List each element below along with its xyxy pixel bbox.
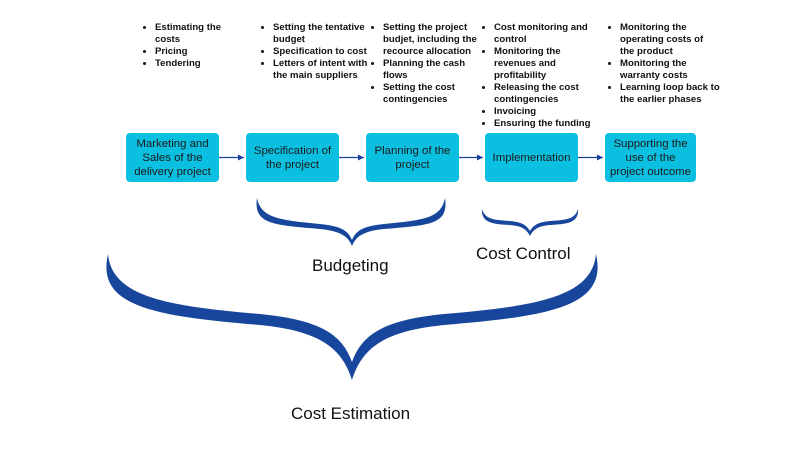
bullet-item: Cost monitoring and control <box>494 22 604 46</box>
phase-label: Specification of the project <box>253 144 332 171</box>
phase-label: Marketing and Sales of the delivery proj… <box>134 137 211 178</box>
bullet-item: Monitoring the warranty costs <box>620 58 720 82</box>
bullets-specification: Setting the tentative budget Specificati… <box>259 22 368 82</box>
bullet-item: Specification to cost <box>273 46 368 58</box>
group-label-cost-control: Cost Control <box>476 244 571 263</box>
bullet-item: Letters of intent with the main supplier… <box>273 58 368 82</box>
bullet-item: Invoicing <box>494 106 604 118</box>
bullet-item: Setting the cost contingencies <box>383 82 480 106</box>
bullets-planning: Setting the project budjet, including th… <box>369 22 480 106</box>
phase-box-planning: Planning of the project <box>366 133 459 182</box>
bullet-item: Pricing <box>155 46 243 58</box>
phase-label: Supporting the use of the project outcom… <box>609 137 692 178</box>
brace-budgeting <box>256 198 446 246</box>
bullet-item: Tendering <box>155 58 243 70</box>
brace-cost-control <box>481 209 579 236</box>
bullet-item: Monitoring the operating costs of the pr… <box>620 22 720 58</box>
bullet-item: Setting the tentative budget <box>273 22 368 46</box>
bullet-item: Ensuring the funding <box>494 118 604 130</box>
brace-cost-estimation <box>106 254 598 380</box>
bullet-item: Monitoring the revenues and profitabilit… <box>494 46 604 82</box>
bullet-item: Setting the project budjet, including th… <box>383 22 480 58</box>
phase-label: Implementation <box>492 151 571 164</box>
phase-label: Planning of the project <box>374 144 451 171</box>
phase-box-marketing: Marketing and Sales of the delivery proj… <box>126 133 219 182</box>
phase-box-implementation: Implementation <box>485 133 578 182</box>
bullets-support: Monitoring the operating costs of the pr… <box>606 22 720 106</box>
phase-box-support: Supporting the use of the project outcom… <box>605 133 696 182</box>
bullet-item: Estimating the costs <box>155 22 243 46</box>
bullet-item: Learning loop back to the earlier phases <box>620 82 720 106</box>
bullet-item: Planning the cash flows <box>383 58 480 82</box>
group-label-budgeting: Budgeting <box>312 256 389 275</box>
bullets-marketing: Estimating the costs Pricing Tendering <box>141 22 243 70</box>
bullet-item: Releasing the cost contingencies <box>494 82 604 106</box>
phase-box-specification: Specification of the project <box>246 133 339 182</box>
bullets-implementation: Cost monitoring and control Monitoring t… <box>480 22 604 130</box>
group-label-cost-estimation: Cost Estimation <box>291 404 411 423</box>
